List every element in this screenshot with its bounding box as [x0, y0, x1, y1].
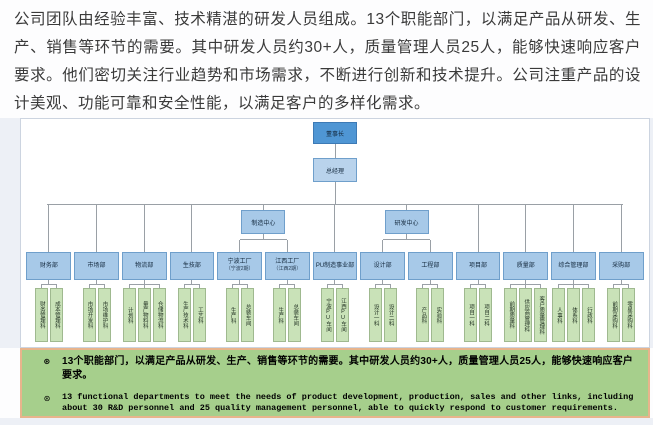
org-node-dept: 财务部: [26, 252, 72, 280]
connector-bus: [47, 204, 623, 205]
org-node-section: 工艺科: [192, 288, 206, 342]
org-node-section: 仓储物流科: [152, 288, 166, 342]
org-node-section: 生产技术科: [177, 288, 191, 342]
org-node-section: 产品科: [416, 288, 430, 342]
org-node-section: 宁波PU车间: [320, 288, 334, 342]
org-node-section: 总装车间: [240, 288, 254, 342]
org-node-dept: 生技部: [169, 252, 215, 280]
page-bottom-margin: [0, 418, 653, 425]
org-node-general-manager: 总经理: [313, 158, 357, 182]
org-node-section: 行政科: [581, 288, 595, 342]
annotation-text-en: 13 functional departments to meet the ne…: [62, 392, 634, 413]
dept-marketing: 市场部 市场开发科 市场维护科: [73, 204, 121, 342]
connector-line: [334, 144, 336, 158]
diagram-section: 董事长 总经理 财务部 财务管理科 成本管理科 市场部: [0, 118, 653, 348]
org-node-chairman: 董事长: [313, 122, 357, 144]
org-node-dept: 宁波工厂 （宁波2期）: [217, 252, 263, 280]
org-chart: 董事长 总经理 财务部 财务管理科 成本管理科 市场部: [20, 118, 650, 348]
org-node-section: 计划科: [122, 288, 136, 342]
connector-line: [334, 182, 336, 204]
org-node-section: 实验科: [431, 288, 445, 342]
org-node-dept: 江西工厂 （江西2期）: [264, 252, 310, 280]
departments-row: 财务部 财务管理科 成本管理科 市场部 市场开发科 市场维护科: [21, 204, 649, 342]
annotation-bullet-icon: ⊛: [43, 394, 51, 403]
org-node-section: 市场开发科: [82, 288, 96, 342]
connector-line: [239, 239, 288, 240]
annotation-bullet-icon: ⊛: [43, 357, 51, 366]
dept-engineering: 工程部 产品科 实验科: [407, 240, 455, 342]
dept-finance: 财务部 财务管理科 成本管理科: [25, 204, 73, 342]
intro-section: 公司团队由经验丰富、技术精湛的研发人员组成。13个职能部门，以满足产品从研发、生…: [0, 0, 653, 118]
org-node-section: 客户质量管理科: [534, 288, 548, 342]
org-node-section: 设计二科: [383, 288, 397, 342]
org-node-section: 项目一科: [464, 288, 478, 342]
org-node-section: 成本管理科: [49, 288, 63, 342]
org-node-dept: PU制造事业部: [312, 252, 358, 280]
annotation-line-en: ⊛ 13 functional departments to meet the …: [32, 392, 638, 414]
org-node-section: 设计一科: [368, 288, 382, 342]
org-node-section: 生产科: [225, 288, 239, 342]
annotation-box: ⊛ 13个职能部门，以满足产品从研发、生产、销售等环节的需要。其中研发人员约30…: [20, 348, 650, 418]
org-node-section: 体系科: [566, 288, 580, 342]
dept-purchasing: 采购部 前期采购科 零星采购科: [597, 204, 645, 342]
org-node-section: 生产科: [273, 288, 287, 342]
org-node-dept: 综合管理部: [551, 252, 596, 280]
org-node-section: 量产物料科: [137, 288, 151, 342]
org-node-dept: 采购部: [598, 252, 644, 280]
dept-logistics: 物流部 计划科 量产物料科 仓储物流科: [120, 204, 168, 342]
org-node-section: 前期质量科: [504, 288, 518, 342]
org-node-dept: 工程部: [407, 252, 453, 280]
intro-paragraph: 公司团队由经验丰富、技术精湛的研发人员组成。13个职能部门，以满足产品从研发、生…: [14, 11, 641, 112]
org-node-dept: 质量部: [503, 252, 549, 280]
dept-project: 项目部 项目一科 项目二科: [454, 204, 502, 342]
dept-production-tech: 生技部 生产技术科 工艺科: [168, 204, 216, 342]
org-node-manufacturing-center: 制造中心: [241, 210, 286, 234]
org-node-section: 零星采购科: [622, 288, 636, 342]
org-node-section: 总装车间: [288, 288, 302, 342]
org-node-dept: 市场部: [74, 252, 119, 280]
org-node-dept: 物流部: [121, 252, 167, 280]
org-node-section: 江西PU车间: [335, 288, 349, 342]
dept-jiangxi-factory: 江西工厂 （江西2期） 生产科 总装车间: [263, 240, 311, 342]
org-node-rnd-center: 研发中心: [384, 210, 429, 234]
connector-line: [382, 239, 431, 240]
annotation-text-zh: 13个职能部门，以满足产品从研发、生产、销售等环节的需要。其中研发人员约30+人…: [62, 356, 634, 381]
org-node-dept: 项目部: [455, 252, 501, 280]
center-group-manufacturing: 制造中心 宁波工厂 （宁波2期） 生产科 总装车间: [216, 204, 311, 342]
org-node-section: 前期采购科: [607, 288, 621, 342]
org-node-dept: 设计部: [360, 252, 406, 280]
org-node-section: 财务管理科: [34, 288, 48, 342]
org-node-section: 市场维护科: [97, 288, 111, 342]
org-node-section: 项目二科: [479, 288, 493, 342]
org-node-section: 供应商管理科: [519, 288, 533, 342]
dept-design: 设计部 设计一科 设计二科: [359, 240, 407, 342]
dept-general-admin: 综合管理部 人事科 体系科 行政科: [550, 204, 598, 342]
annotation-line-zh: ⊛ 13个职能部门，以满足产品从研发、生产、销售等环节的需要。其中研发人员约30…: [32, 355, 638, 383]
dept-quality: 质量部 前期质量科 供应商管理科 客户质量管理科: [502, 204, 550, 342]
dept-ningbo-factory: 宁波工厂 （宁波2期） 生产科 总装车间: [216, 240, 264, 342]
org-node-section: 人事科: [551, 288, 565, 342]
center-group-rnd: 研发中心 设计部 设计一科 设计二科: [359, 204, 454, 342]
dept-pu-division: PU制造事业部 宁波PU车间 江西PU车间: [311, 204, 359, 342]
